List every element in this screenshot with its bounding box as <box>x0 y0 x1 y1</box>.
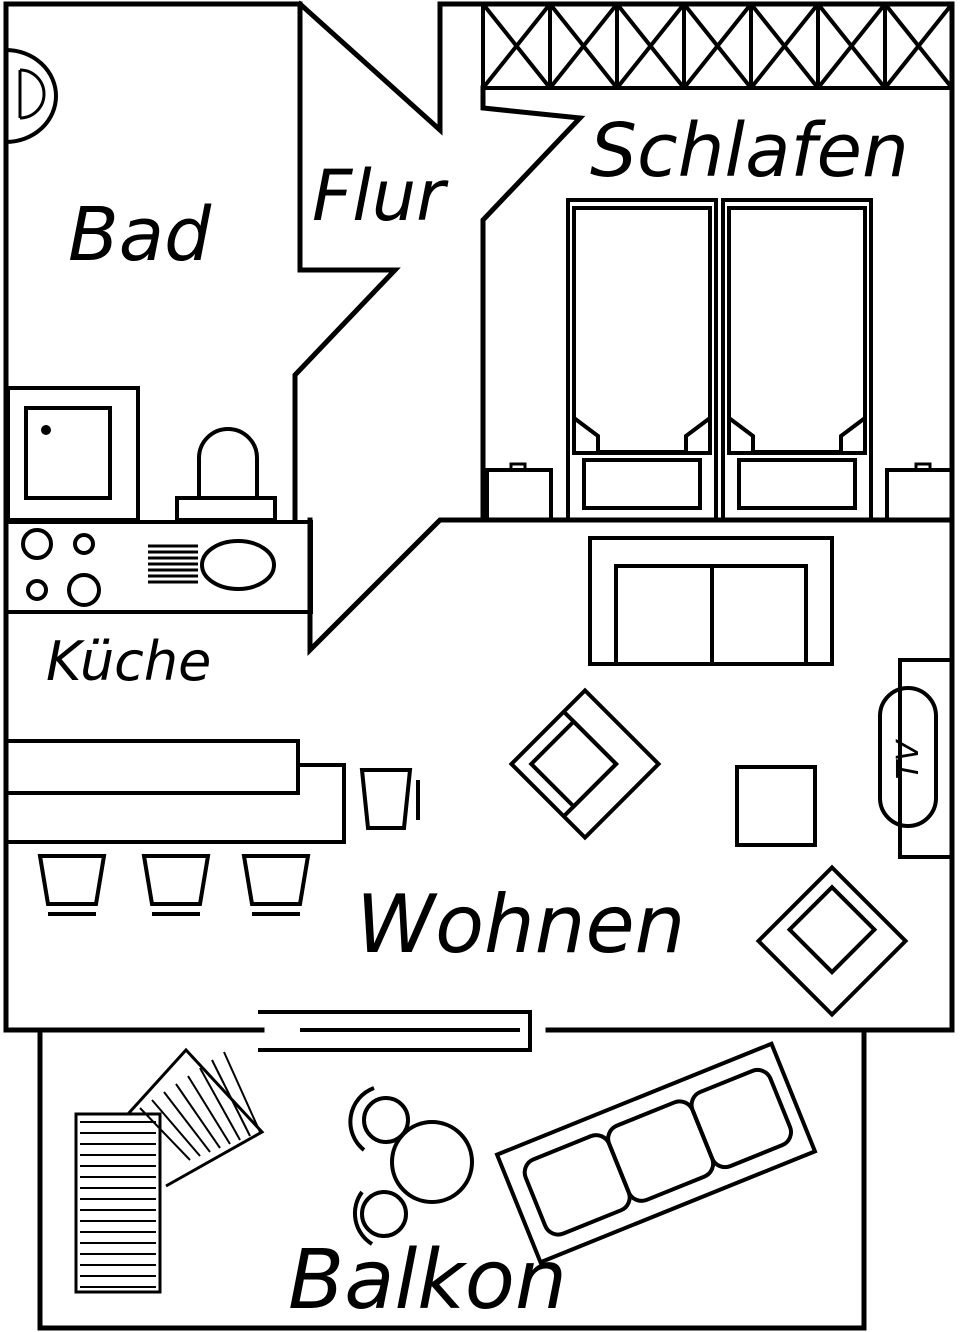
chair-weave <box>187 1075 231 1145</box>
wardrobe-cell <box>615 2 686 90</box>
bad-fixtures <box>5 48 277 522</box>
chair-weave <box>175 1083 221 1149</box>
balcony-walls <box>37 1027 867 1331</box>
balcony-table-set <box>348 1086 474 1246</box>
wardrobe-cell <box>749 2 820 90</box>
chair-weave <box>151 1099 201 1157</box>
round-table <box>390 1120 474 1204</box>
chair-weave <box>139 1107 191 1161</box>
room-label-kueche: Küche <box>46 630 211 693</box>
kitchen-bar <box>6 739 420 916</box>
kitchen-counter <box>4 520 313 614</box>
room-label-schlafen: Schlafen <box>590 108 909 194</box>
toilet <box>175 496 277 522</box>
bar-stool <box>141 854 211 916</box>
flur-walls <box>292 0 955 657</box>
sink-shape <box>5 48 58 144</box>
bar-stool <box>37 854 107 916</box>
beach-chair <box>74 1047 265 1294</box>
tv: TV <box>878 658 952 859</box>
room-label-bad: Bad <box>68 192 212 278</box>
burner <box>67 573 101 607</box>
chair-weave <box>211 1059 251 1137</box>
burner <box>73 533 95 555</box>
wardrobe-cell <box>481 2 552 90</box>
wardrobe-cell <box>682 2 753 90</box>
room-label-flur: Flur <box>312 155 449 237</box>
balcony-planter <box>494 1041 818 1265</box>
sink-basin <box>200 539 276 591</box>
armchair <box>508 687 662 841</box>
chair-seat <box>360 1190 408 1238</box>
armchair <box>755 864 909 1018</box>
bed <box>566 198 718 522</box>
room-label-wohnen: Wohnen <box>356 878 685 971</box>
chair-weave <box>223 1051 261 1133</box>
room-label-balkon: Balkon <box>288 1233 567 1328</box>
balcony-sliding-door <box>258 1010 532 1052</box>
side-table <box>735 765 817 847</box>
tv-label: TV <box>891 738 926 779</box>
nightstand <box>885 468 954 522</box>
wardrobe-cell <box>816 2 887 90</box>
wardrobe <box>481 2 954 90</box>
sofa <box>588 536 834 666</box>
chair-weave <box>199 1067 241 1141</box>
chair-seat <box>362 1096 410 1144</box>
beds <box>485 198 954 522</box>
nightstand <box>485 468 553 522</box>
chair-weave <box>163 1091 211 1153</box>
bed <box>721 198 873 522</box>
bar-stool <box>241 854 311 916</box>
wardrobe-cell <box>883 2 954 90</box>
wardrobe-cell <box>548 2 619 90</box>
bar-stool <box>359 768 420 830</box>
burner <box>26 579 48 601</box>
burner <box>21 528 53 560</box>
